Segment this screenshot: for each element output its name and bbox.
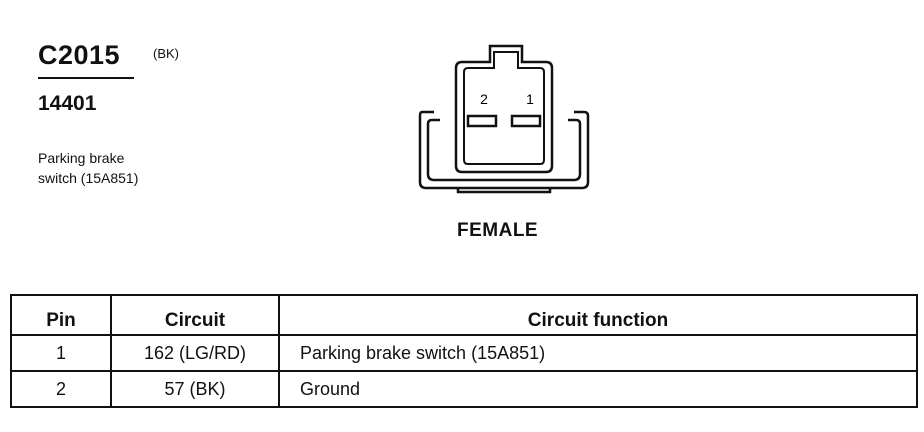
- component-description: Parking brake switch (15A851): [38, 148, 138, 188]
- table-header-row: Pin Circuit Circuit function: [10, 294, 918, 336]
- divider: [38, 77, 134, 79]
- circuit-function-cell: Ground: [278, 370, 918, 408]
- connector-color: (BK): [153, 46, 179, 61]
- connector-body: [454, 44, 554, 174]
- connector-latch: [456, 188, 552, 194]
- connector-face-diagram: 2 1: [418, 44, 590, 194]
- table-row: 1 162 (LG/RD) Parking brake switch (15A8…: [10, 334, 918, 372]
- table-row: 2 57 (BK) Ground: [10, 370, 918, 408]
- column-header-pin: Pin: [10, 294, 112, 336]
- pin-table: Pin Circuit Circuit function 1 162 (LG/R…: [10, 294, 918, 408]
- pin-cell: 1: [10, 334, 112, 372]
- column-header-circuit: Circuit: [110, 294, 280, 336]
- pin-2-label: 2: [480, 91, 488, 107]
- pin-1-cavity: [510, 114, 542, 128]
- column-header-circuit-function: Circuit function: [278, 294, 918, 336]
- circuit-function-cell: Parking brake switch (15A851): [278, 334, 918, 372]
- connector-shroud-inner: [426, 118, 582, 182]
- connector-shroud: [418, 110, 590, 190]
- connector-gender-label: FEMALE: [457, 220, 539, 241]
- pin-cell: 2: [10, 370, 112, 408]
- part-number: 14401: [38, 92, 97, 115]
- component-line-2: switch (15A851): [38, 170, 139, 186]
- circuit-cell: 57 (BK): [110, 370, 280, 408]
- connector-body-inner: [463, 51, 545, 165]
- connector-id: C2015: [38, 40, 121, 70]
- component-line-1: Parking brake: [38, 150, 125, 166]
- pin-1-label: 1: [526, 91, 534, 107]
- pin-2-cavity: [466, 114, 498, 128]
- circuit-cell: 162 (LG/RD): [110, 334, 280, 372]
